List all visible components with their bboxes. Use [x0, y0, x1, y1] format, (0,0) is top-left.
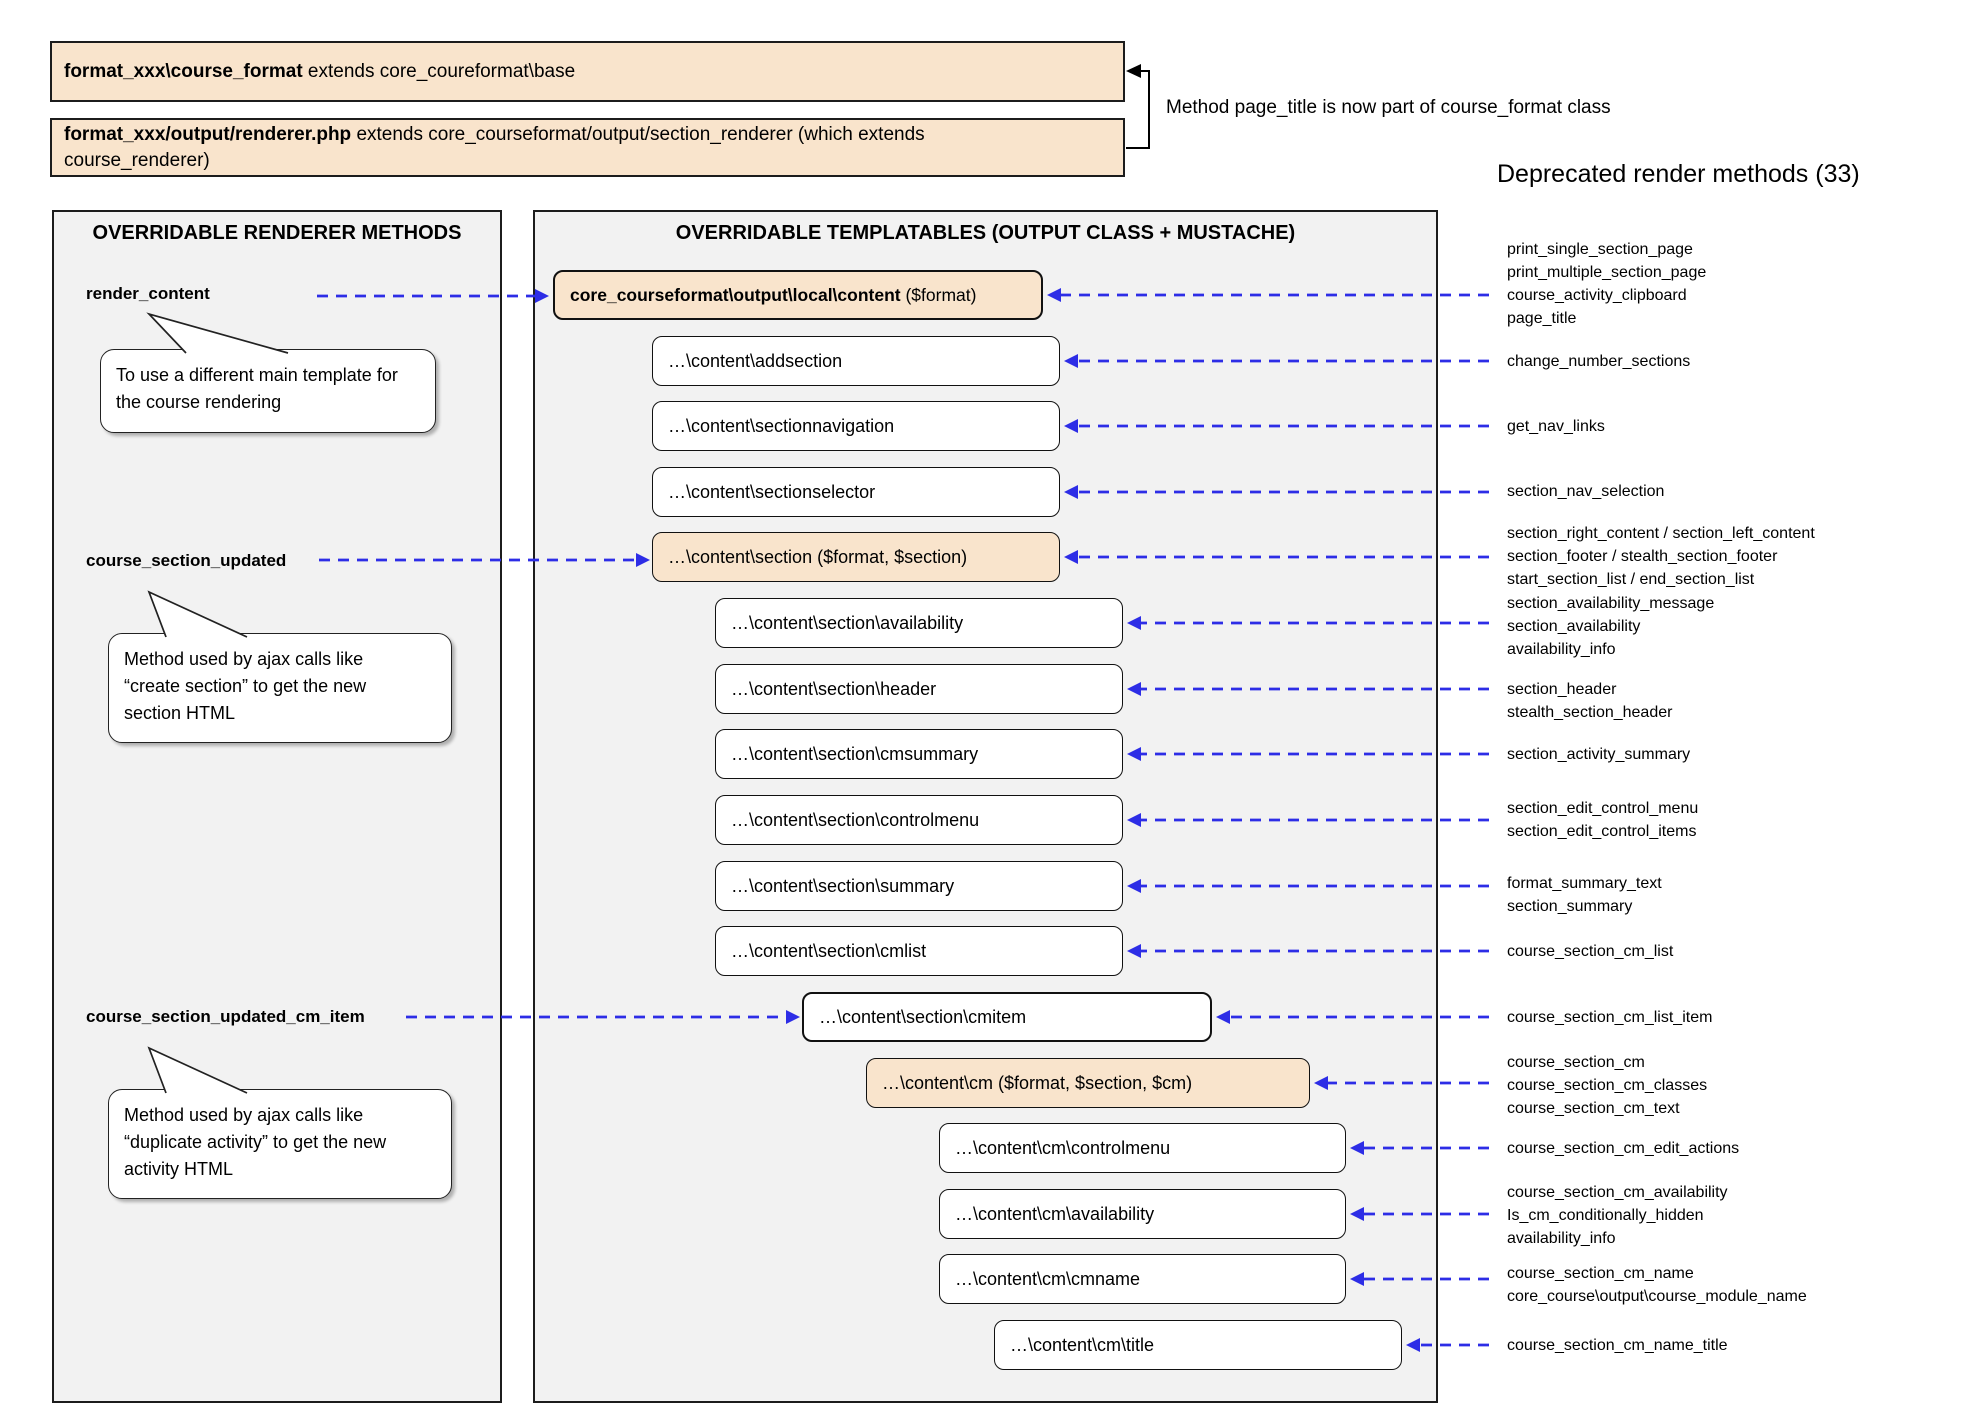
- bracket-connector: [1126, 64, 1150, 149]
- templatable-box-addsection: …\content\addsection: [652, 336, 1060, 386]
- deprecated-method: print_single_section_page: [1507, 241, 1693, 258]
- callout-course-section-updated-cm-item: Method used by ajax calls like “duplicat…: [108, 1089, 452, 1199]
- deprecated-method: section_activity_summary: [1507, 746, 1691, 763]
- method-course-section-updated: course_section_updated: [86, 551, 287, 570]
- templatable-box-section-cmsummary: …\content\section\cmsummary: [715, 729, 1123, 779]
- deprecated-group-section-header: section_header stealth_section_header: [1507, 678, 1672, 724]
- deprecated-method: section_edit_control_menu: [1507, 800, 1699, 817]
- method-course-section-updated-cm-item: course_section_updated_cm_item: [86, 1007, 365, 1026]
- deprecated-method: section_availability_message: [1507, 595, 1715, 612]
- deprecated-group-section-summary: format_summary_text section_summary: [1507, 872, 1662, 918]
- deprecated-method: course_section_cm_edit_actions: [1507, 1140, 1740, 1157]
- deprecated-group-cm-cmname: course_section_cm_name core_course\outpu…: [1507, 1262, 1807, 1308]
- templatable-class: core_courseformat\output\local\content: [570, 284, 901, 305]
- templatable-box-section: …\content\section ($format, $section): [652, 532, 1060, 582]
- templatable-box-section-cmlist: …\content\section\cmlist: [715, 926, 1123, 976]
- deprecated-group-section-controlmenu: section_edit_control_menu section_edit_c…: [1507, 797, 1698, 843]
- deprecated-method: course_section_cm_classes: [1507, 1077, 1708, 1094]
- class-extends: extends core_coureformat\base: [302, 60, 576, 82]
- deprecated-method: stealth_section_header: [1507, 704, 1673, 721]
- class-name: format_xxx\course_format: [64, 60, 303, 82]
- page-title-note: Method page_title is now part of course_…: [1166, 97, 1611, 118]
- class-name: format_xxx/output/renderer.php: [64, 123, 352, 145]
- deprecated-methods-title: Deprecated render methods (33): [1497, 160, 1860, 188]
- deprecated-method: section_right_content / section_left_con…: [1507, 525, 1815, 542]
- templatable-box-section-cmitem: …\content\section\cmitem: [802, 992, 1212, 1042]
- deprecated-group-section-cmlist: course_section_cm_list: [1507, 940, 1673, 963]
- header-box-renderer-php: format_xxx/output/renderer.php extends c…: [50, 118, 1125, 177]
- deprecated-method: course_section_cm_text: [1507, 1100, 1680, 1117]
- templatable-box-sectionnavigation: …\content\sectionnavigation: [652, 401, 1060, 451]
- deprecated-group-section: section_right_content / section_left_con…: [1507, 522, 1815, 591]
- deprecated-method: course_section_cm_list_item: [1507, 1009, 1713, 1026]
- deprecated-method: course_section_cm_name_title: [1507, 1337, 1728, 1354]
- deprecated-group-section-cmsummary: section_activity_summary: [1507, 743, 1690, 766]
- deprecated-method: Is_cm_conditionally_hidden: [1507, 1207, 1704, 1224]
- deprecated-method: section_summary: [1507, 898, 1633, 915]
- deprecated-group-section-availability: section_availability_message section_ava…: [1507, 592, 1714, 661]
- deprecated-group-cm-controlmenu: course_section_cm_edit_actions: [1507, 1137, 1739, 1160]
- deprecated-group-cm-availability: course_section_cm_availability Is_cm_con…: [1507, 1181, 1728, 1250]
- templatable-box-section-controlmenu: …\content\section\controlmenu: [715, 795, 1123, 845]
- deprecated-method: course_section_cm_availability: [1507, 1184, 1728, 1201]
- deprecated-group-content: print_single_section_page print_multiple…: [1507, 238, 1706, 330]
- deprecated-group-sectionnavigation: get_nav_links: [1507, 415, 1605, 438]
- deprecated-method: availability_info: [1507, 1230, 1616, 1247]
- deprecated-method: availability_info: [1507, 641, 1616, 658]
- templatable-box-cm-cmname: …\content\cm\cmname: [939, 1254, 1346, 1304]
- deprecated-group-section-cmitem: course_section_cm_list_item: [1507, 1006, 1712, 1029]
- middle-panel-title: OVERRIDABLE TEMPLATABLES (OUTPUT CLASS +…: [675, 222, 1296, 244]
- deprecated-method: course_section_cm_list: [1507, 943, 1674, 960]
- templatable-box-section-summary: …\content\section\summary: [715, 861, 1123, 911]
- templatable-box-cm-title: …\content\cm\title: [994, 1320, 1402, 1370]
- deprecated-method: section_availability: [1507, 618, 1641, 635]
- templatable-box-content: core_courseformat\output\local\content (…: [553, 270, 1043, 320]
- templatable-box-section-header: …\content\section\header: [715, 664, 1123, 714]
- deprecated-method: page_title: [1507, 310, 1577, 327]
- deprecated-method: get_nav_links: [1507, 418, 1605, 435]
- deprecated-group-addsection: change_number_sections: [1507, 350, 1690, 373]
- deprecated-group-cm: course_section_cm course_section_cm_clas…: [1507, 1051, 1707, 1120]
- deprecated-method: print_multiple_section_page: [1507, 264, 1707, 281]
- deprecated-group-sectionselector: section_nav_selection: [1507, 480, 1664, 503]
- templatable-box-section-availability: …\content\section\availability: [715, 598, 1123, 648]
- deprecated-method: start_section_list / end_section_list: [1507, 571, 1755, 588]
- header-box-course-format: format_xxx\course_format extends core_co…: [50, 41, 1125, 102]
- templatable-box-cm-controlmenu: …\content\cm\controlmenu: [939, 1123, 1346, 1173]
- templatable-box-sectionselector: …\content\sectionselector: [652, 467, 1060, 517]
- templatable-box-cm-availability: …\content\cm\availability: [939, 1189, 1346, 1239]
- deprecated-method: course_activity_clipboard: [1507, 287, 1687, 304]
- callout-render-content: To use a different main template for the…: [100, 349, 436, 433]
- deprecated-method: section_footer / stealth_section_footer: [1507, 548, 1778, 565]
- deprecated-method: format_summary_text: [1507, 875, 1662, 892]
- templatable-params: ($format): [900, 284, 977, 305]
- deprecated-method: section_header: [1507, 681, 1617, 698]
- class-extends: extends core_courseformat/output/section…: [64, 123, 925, 171]
- deprecated-method: change_number_sections: [1507, 353, 1691, 370]
- method-render-content: render_content: [86, 284, 210, 303]
- callout-course-section-updated: Method used by ajax calls like “create s…: [108, 633, 452, 743]
- deprecated-method: course_section_cm: [1507, 1054, 1645, 1071]
- left-panel-title: OVERRIDABLE RENDERER METHODS: [92, 222, 462, 244]
- deprecated-method: course_section_cm_name: [1507, 1265, 1694, 1282]
- deprecated-method: section_nav_selection: [1507, 483, 1665, 500]
- deprecated-group-cm-title: course_section_cm_name_title: [1507, 1334, 1728, 1357]
- deprecated-method: core_course\output\course_module_name: [1507, 1288, 1807, 1305]
- templatable-box-cm: …\content\cm ($format, $section, $cm): [866, 1058, 1310, 1108]
- deprecated-method: section_edit_control_items: [1507, 823, 1697, 840]
